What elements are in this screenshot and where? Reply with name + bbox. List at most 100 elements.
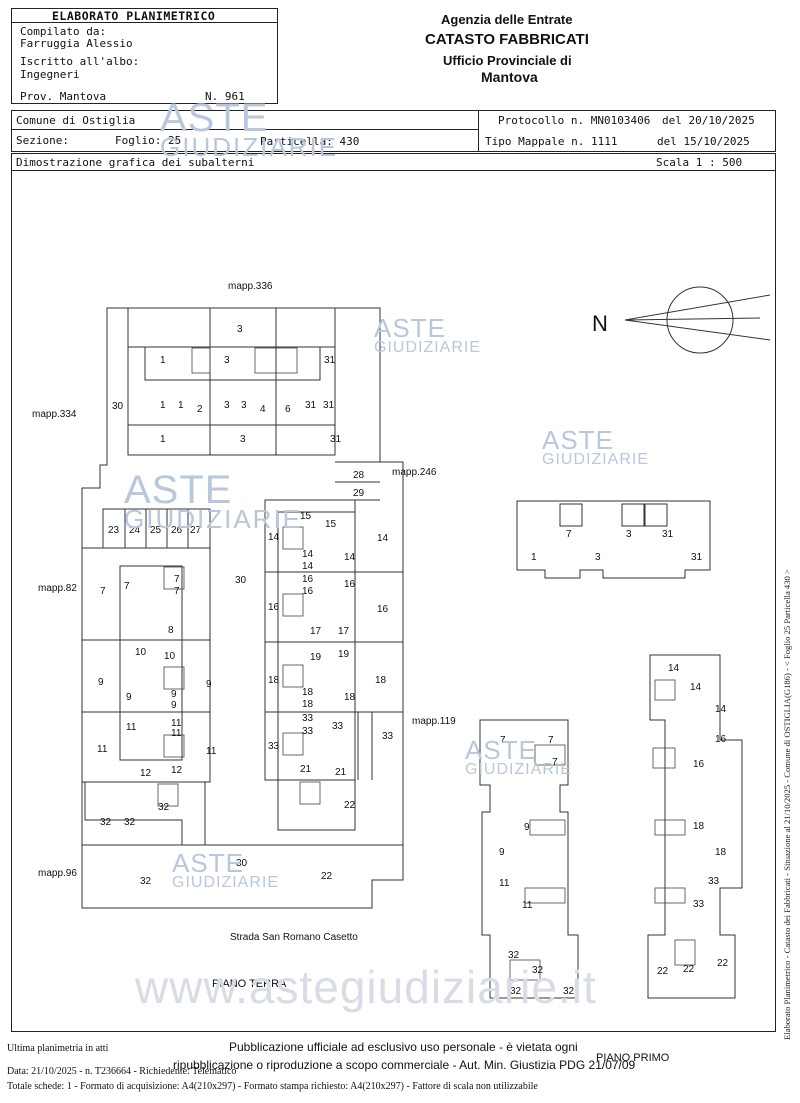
svg-text:9: 9 bbox=[206, 679, 212, 690]
svg-text:16: 16 bbox=[302, 586, 314, 597]
svg-text:3: 3 bbox=[224, 355, 230, 366]
header-left-box bbox=[11, 8, 278, 104]
svg-text:7: 7 bbox=[174, 574, 180, 585]
compiled-by: Farruggia Alessio bbox=[20, 37, 133, 50]
piano-terra: PIANO TERRA bbox=[212, 978, 287, 990]
protocollo: Protocollo n. MN0103406 bbox=[498, 114, 651, 127]
registered: Ingegneri bbox=[20, 68, 80, 81]
label-mapp96: mapp.96 bbox=[38, 868, 77, 879]
svg-text:33: 33 bbox=[268, 741, 280, 752]
svg-text:2: 2 bbox=[197, 404, 203, 415]
side-text: Elaborato Planimetrico - Catasto dei Fab… bbox=[782, 569, 792, 1040]
svg-text:33: 33 bbox=[332, 721, 344, 732]
svg-text:7: 7 bbox=[100, 586, 106, 597]
svg-text:9: 9 bbox=[171, 689, 177, 700]
header-info-divider bbox=[478, 110, 479, 152]
compiled-by-label: Compilato da: bbox=[20, 25, 107, 38]
svg-text:24: 24 bbox=[129, 525, 141, 536]
svg-text:33: 33 bbox=[693, 899, 705, 910]
svg-text:9: 9 bbox=[524, 822, 530, 833]
svg-text:16: 16 bbox=[268, 602, 280, 613]
piano-primo: PIANO PRIMO bbox=[596, 1052, 670, 1064]
svg-text:30: 30 bbox=[236, 858, 248, 869]
svg-text:12: 12 bbox=[171, 765, 183, 776]
agency-line4: Mantova bbox=[481, 69, 538, 85]
page-frame bbox=[11, 171, 776, 1031]
svg-text:30: 30 bbox=[235, 575, 247, 586]
register-number: N. 961 bbox=[205, 90, 245, 103]
header-dim-box bbox=[11, 153, 776, 171]
svg-text:7: 7 bbox=[566, 529, 572, 540]
svg-text:1: 1 bbox=[531, 552, 537, 563]
svg-text:28: 28 bbox=[353, 470, 365, 481]
svg-text:18: 18 bbox=[375, 675, 387, 686]
north-circle bbox=[666, 286, 734, 354]
svg-text:31: 31 bbox=[662, 529, 674, 540]
agency-line3: Ufficio Provinciale di bbox=[443, 53, 572, 68]
svg-text:14: 14 bbox=[690, 682, 702, 693]
svg-text:27: 27 bbox=[190, 525, 202, 536]
svg-text:33: 33 bbox=[302, 726, 314, 737]
footer-data: Data: 21/10/2025 - n. T236664 - Richiede… bbox=[7, 1066, 237, 1077]
svg-text:1: 1 bbox=[160, 434, 166, 445]
province: Prov. Mantova bbox=[20, 90, 107, 103]
road-label: Strada San Romano Casetto bbox=[230, 932, 358, 943]
scala: Scala 1 : 500 bbox=[656, 156, 743, 169]
svg-text:11: 11 bbox=[499, 878, 510, 889]
svg-text:21: 21 bbox=[300, 764, 312, 775]
header-info-box bbox=[11, 110, 776, 152]
svg-text:11: 11 bbox=[171, 728, 182, 739]
svg-text:10: 10 bbox=[164, 651, 176, 662]
svg-text:3: 3 bbox=[626, 529, 632, 540]
svg-text:31: 31 bbox=[305, 400, 317, 411]
agency-line2: CATASTO FABBRICATI bbox=[425, 31, 589, 48]
agency-line1: Agenzia delle Entrate bbox=[441, 12, 573, 27]
svg-text:33: 33 bbox=[302, 713, 314, 724]
svg-text:14: 14 bbox=[302, 561, 314, 572]
svg-text:1: 1 bbox=[160, 400, 166, 411]
svg-text:15: 15 bbox=[325, 519, 337, 530]
svg-text:32: 32 bbox=[532, 965, 544, 976]
svg-text:18: 18 bbox=[302, 687, 314, 698]
svg-text:9: 9 bbox=[98, 677, 104, 688]
svg-text:16: 16 bbox=[377, 604, 389, 615]
svg-text:22: 22 bbox=[321, 871, 333, 882]
svg-text:32: 32 bbox=[140, 876, 152, 887]
svg-text:17: 17 bbox=[310, 626, 322, 637]
svg-text:8: 8 bbox=[168, 625, 174, 636]
svg-text:11: 11 bbox=[522, 900, 533, 911]
svg-text:7: 7 bbox=[500, 735, 506, 746]
svg-text:31: 31 bbox=[323, 400, 335, 411]
svg-text:32: 32 bbox=[158, 802, 170, 813]
label-mapp246: mapp.246 bbox=[392, 467, 437, 478]
svg-text:3: 3 bbox=[237, 324, 243, 335]
svg-text:18: 18 bbox=[344, 692, 356, 703]
svg-text:32: 32 bbox=[508, 950, 520, 961]
svg-text:1: 1 bbox=[160, 355, 166, 366]
footer-pub2: ripubblicazione o riproduzione a scopo c… bbox=[173, 1058, 636, 1072]
footer-pub1: Pubblicazione ufficiale ad esclusivo uso… bbox=[229, 1040, 578, 1054]
foglio: Foglio: 25 bbox=[115, 134, 182, 147]
svg-text:7: 7 bbox=[124, 581, 130, 592]
svg-text:6: 6 bbox=[285, 404, 291, 415]
tipo-date: del 15/10/2025 bbox=[657, 135, 750, 148]
svg-text:14: 14 bbox=[668, 663, 680, 674]
registered-label: Iscritto all'albo: bbox=[20, 55, 140, 68]
svg-text:14: 14 bbox=[344, 552, 356, 563]
svg-text:11: 11 bbox=[97, 744, 108, 755]
svg-text:14: 14 bbox=[377, 533, 389, 544]
header-info-rule bbox=[11, 129, 478, 130]
svg-text:18: 18 bbox=[302, 699, 314, 710]
svg-text:22: 22 bbox=[717, 958, 729, 969]
svg-text:3: 3 bbox=[240, 434, 246, 445]
svg-text:32: 32 bbox=[124, 817, 136, 828]
svg-text:3: 3 bbox=[224, 400, 230, 411]
svg-text:25: 25 bbox=[150, 525, 162, 536]
svg-text:9: 9 bbox=[499, 847, 505, 858]
svg-text:26: 26 bbox=[171, 525, 183, 536]
svg-text:9: 9 bbox=[171, 700, 177, 711]
svg-text:33: 33 bbox=[708, 876, 720, 887]
